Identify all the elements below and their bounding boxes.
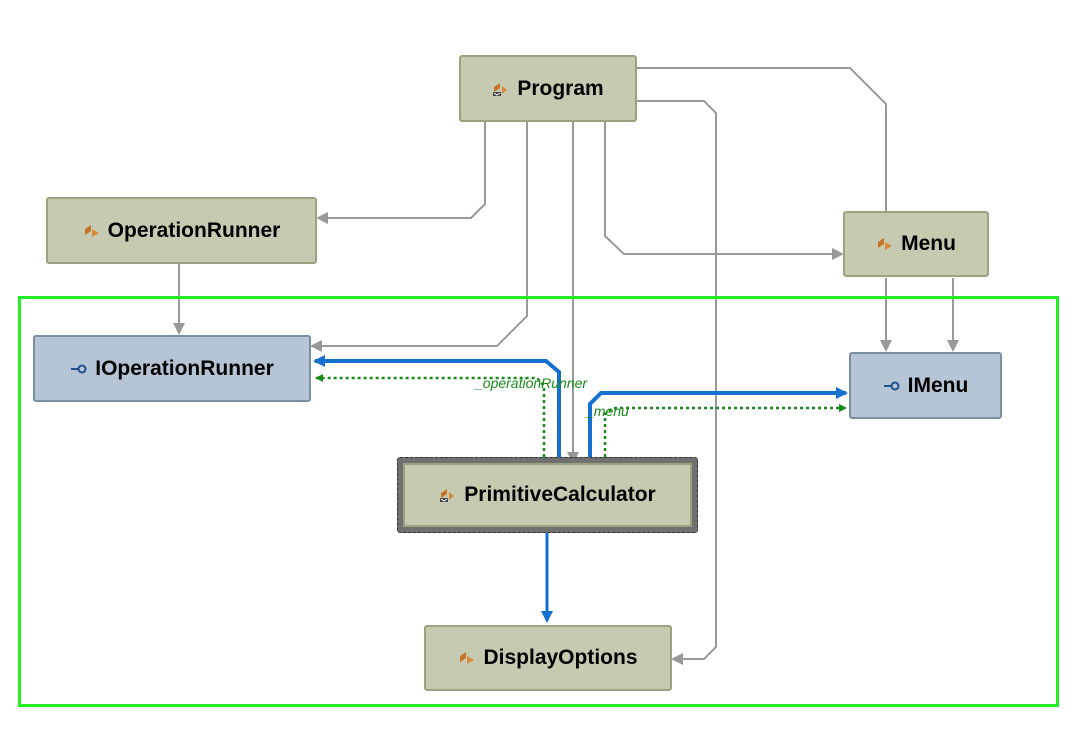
edge-primitivecalculator-imenu [588,387,848,457]
node-menu[interactable]: Menu [843,211,989,277]
group-frame [18,296,1059,707]
edge-label-operationrunner: _operationRunner [475,375,588,391]
class-icon [876,236,894,252]
node-displayoptions[interactable]: DisplayOptions [424,625,672,691]
class-icon [83,223,101,239]
node-label: PrimitiveCalculator [464,483,656,506]
edge-program-menu [604,122,844,260]
selection-inner: PrimitiveCalculator [403,463,692,527]
node-label: IOperationRunner [95,356,274,380]
edge-program-displayoptions [637,100,717,665]
node-label: Program [517,76,604,100]
edge-field-operationrunner [315,374,546,457]
interface-icon [70,363,88,375]
edge-program-menu-upper [637,67,887,212]
node-label: IMenu [907,373,969,397]
node-operationrunner[interactable]: OperationRunner [46,197,317,264]
edge-field-menu [603,404,847,457]
edge-program-operationrunner [316,122,486,224]
node-label: OperationRunner [107,218,281,242]
edge-program-ioperationrunner [310,122,528,352]
node-label: DisplayOptions [483,646,638,669]
edge-primitivecalculator-ioperationrunner [313,355,561,457]
node-label: Menu [901,232,956,255]
node-program[interactable]: Program [459,55,637,122]
node-primitivecalculator[interactable]: PrimitiveCalculator [397,457,698,533]
static-class-icon [439,487,457,503]
class-icon [458,650,476,666]
edge-label-menu: _menu [586,403,629,419]
node-ioperationrunner[interactable]: IOperationRunner [33,335,311,402]
static-class-icon [492,81,510,97]
interface-icon [883,380,901,392]
node-imenu[interactable]: IMenu [849,352,1002,419]
